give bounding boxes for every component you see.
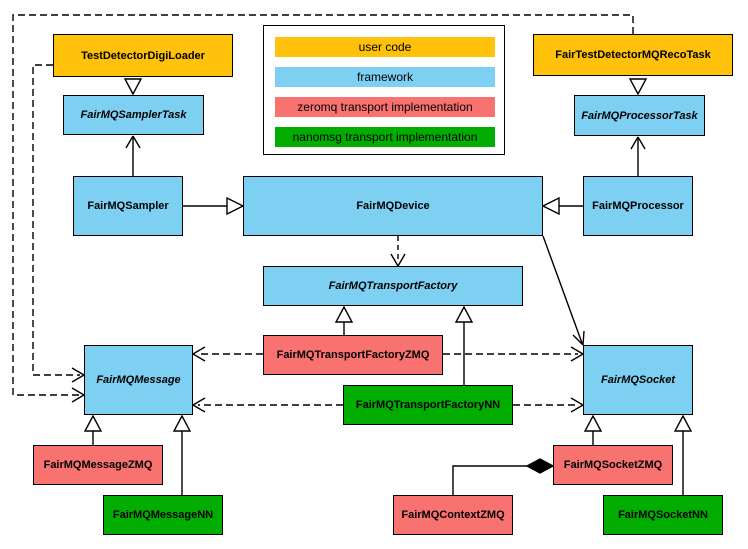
edge-inherit-socknn-socket	[673, 414, 693, 495]
legend-label-framework: framework	[356, 70, 413, 84]
node-fairmq-sampler-task: FairMQSamplerTask	[63, 95, 204, 135]
edge-inherit-sampler-device	[183, 196, 245, 216]
edge-inherit-digiloader-samplertask	[123, 78, 143, 96]
edge-assoc-processor-processortask	[630, 136, 646, 176]
legend-label-zeromq: zeromq transport implementation	[297, 100, 473, 114]
node-fairmq-transport-factory: FairMQTransportFactory	[263, 266, 523, 306]
node-fairmq-processor-task: FairMQProcessorTask	[574, 95, 705, 136]
edge-inherit-recotask-processortask	[628, 78, 648, 96]
node-fairmq-message-nn: FairMQMessageNN	[103, 495, 223, 535]
node-fairmq-socket-nn: FairMQSocketNN	[603, 495, 723, 535]
edge-inherit-msgzmq-message	[83, 414, 103, 445]
node-fairmq-context-zmq: FairMQContextZMQ	[393, 495, 513, 535]
edge-inherit-sockzmq-socket	[583, 414, 603, 445]
edge-dashed-tfnn-message	[192, 397, 343, 413]
node-fairmq-socket-zmq: FairMQSocketZMQ	[553, 445, 673, 485]
legend-label-user-code: user code	[358, 40, 412, 54]
edge-composition-sockzmq-contextzmq	[452, 458, 555, 495]
node-fair-test-detector-mq-reco-task: FairTestDetectorMQRecoTask	[533, 34, 733, 76]
edge-assoc-sampler-samplertask	[125, 135, 141, 176]
edge-dashed-digiloader-to-message	[32, 64, 85, 383]
node-test-detector-digi-loader: TestDetectorDigiLoader	[53, 34, 233, 77]
edge-dashed-tfnn-socket	[513, 397, 584, 413]
edge-dashed-tfzmq-socket	[443, 346, 584, 362]
legend: user code framework zeromq transport imp…	[263, 25, 505, 155]
legend-label-nanomsg: nanomsg transport implementation	[292, 130, 478, 144]
node-fairmq-device: FairMQDevice	[243, 176, 543, 236]
edge-dashed-device-transportfactory	[390, 236, 406, 267]
node-fairmq-transport-factory-zmq: FairMQTransportFactoryZMQ	[263, 335, 443, 375]
node-fairmq-sampler: FairMQSampler	[73, 176, 183, 236]
edge-inherit-msgnn-message	[172, 414, 192, 495]
node-fairmq-message-zmq: FairMQMessageZMQ	[33, 445, 163, 485]
legend-item-nanomsg: nanomsg transport implementation	[275, 127, 495, 147]
edge-assoc-device-socket	[542, 235, 585, 346]
edge-dashed-tfzmq-message	[192, 346, 263, 362]
node-fairmq-transport-factory-nn: FairMQTransportFactoryNN	[343, 385, 513, 425]
edge-dashed-recotask-to-message	[12, 14, 634, 403]
edge-inherit-tfnn-transportfactory	[454, 305, 474, 385]
node-fairmq-processor: FairMQProcessor	[583, 176, 693, 236]
node-fairmq-message: FairMQMessage	[84, 345, 193, 415]
edge-inherit-processor-device	[541, 196, 583, 216]
legend-item-user-code: user code	[275, 37, 495, 57]
legend-item-zeromq: zeromq transport implementation	[275, 97, 495, 117]
node-fairmq-socket: FairMQSocket	[583, 345, 693, 415]
edge-inherit-tfzmq-transportfactory	[334, 305, 354, 335]
legend-item-framework: framework	[275, 67, 495, 87]
